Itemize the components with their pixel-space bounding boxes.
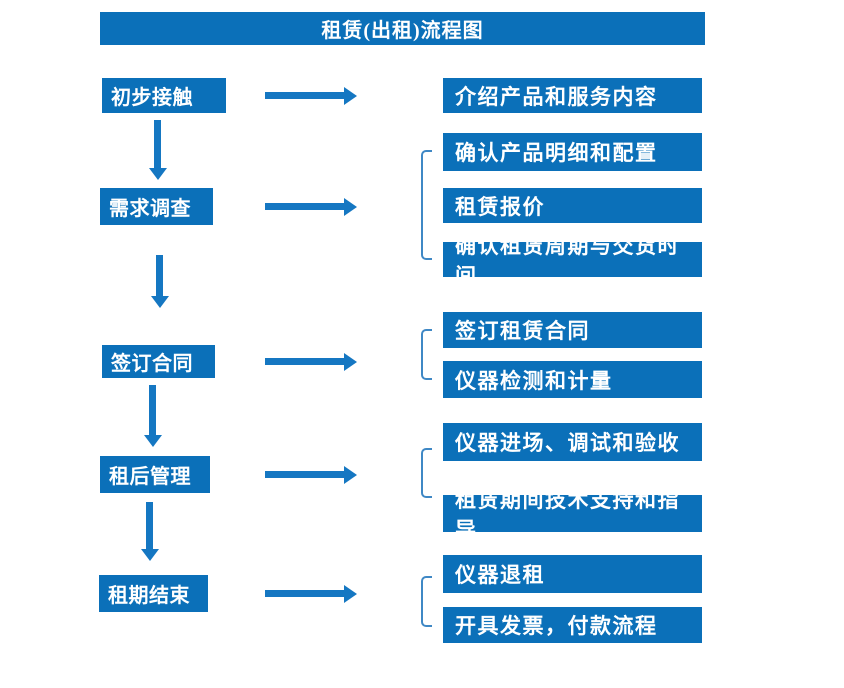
detail-box-rental-quotation: 租赁报价 (443, 188, 702, 223)
arrow-head (141, 549, 159, 561)
arrow-down-icon (144, 385, 162, 447)
arrow-head (344, 466, 357, 484)
arrow-head (344, 198, 357, 216)
step-box-sign-contract: 签订合同 (102, 345, 215, 378)
arrow-down-icon (141, 502, 159, 561)
arrow-head (344, 585, 357, 603)
detail-box-invoice-payment-process: 开具发票，付款流程 (443, 607, 702, 643)
arrow-shaft (154, 120, 161, 168)
arrow-right-icon (265, 87, 357, 105)
arrow-shaft (265, 358, 344, 365)
detail-box-introduce-products-services: 介绍产品和服务内容 (443, 78, 702, 113)
arrow-head (149, 168, 167, 180)
detail-box-confirm-product-details: 确认产品明细和配置 (443, 133, 702, 171)
detail-box-technical-support-guidance: 租赁期间技术支持和指导 (443, 488, 702, 542)
arrow-head (344, 353, 357, 371)
arrow-head (144, 435, 162, 447)
arrow-shaft (149, 385, 156, 435)
arrow-shaft (265, 471, 344, 478)
step-box-initial-contact: 初步接触 (102, 78, 226, 113)
group-bracket-lease-end (421, 576, 432, 627)
group-bracket-demand-survey (421, 150, 432, 260)
arrow-head (344, 87, 357, 105)
arrow-right-icon (265, 585, 357, 603)
detail-box-instrument-return: 仪器退租 (443, 555, 702, 593)
detail-box-confirm-period-delivery: 确认租赁周期与交货时间 (443, 234, 702, 288)
detail-box-instrument-testing-metering: 仪器检测和计量 (443, 361, 702, 398)
arrow-down-icon (151, 255, 169, 308)
arrow-right-icon (265, 353, 357, 371)
arrow-right-icon (265, 466, 357, 484)
step-box-demand-survey: 需求调查 (100, 188, 213, 225)
detail-box-sign-rental-contract: 签订租赁合同 (443, 312, 702, 348)
arrow-down-icon (149, 120, 167, 180)
group-bracket-post-rental-management (421, 448, 432, 498)
arrow-shaft (265, 203, 344, 210)
arrow-shaft (146, 502, 153, 549)
arrow-head (151, 296, 169, 308)
arrow-shaft (156, 255, 163, 296)
step-box-post-rental-management: 租后管理 (100, 456, 210, 493)
group-bracket-sign-contract (421, 329, 432, 380)
detail-box-instrument-entry-debug-acceptance: 仪器进场、调试和验收 (443, 423, 702, 461)
step-box-lease-end: 租期结束 (99, 575, 208, 612)
arrow-right-icon (265, 198, 357, 216)
arrow-shaft (265, 92, 344, 99)
flowchart-title: 租赁(出租)流程图 (100, 12, 705, 45)
arrow-shaft (265, 590, 344, 597)
